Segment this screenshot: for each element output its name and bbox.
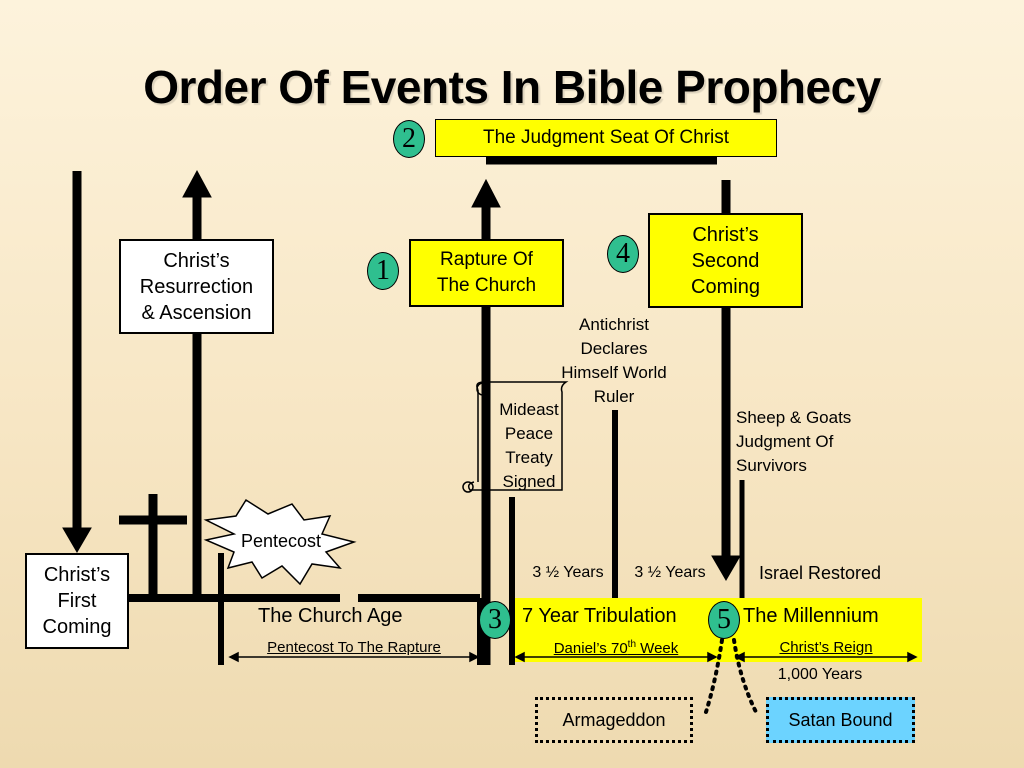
first-coming-box: Christ’s First Coming bbox=[25, 553, 129, 649]
rapture-line2: The Church bbox=[436, 275, 537, 296]
treaty-line3: Treaty bbox=[505, 448, 553, 467]
resurrection-box: Christ’s Resurrection & Ascension bbox=[119, 239, 274, 334]
badge-five: 5 bbox=[708, 601, 740, 639]
antichrist-line4: Ruler bbox=[593, 387, 635, 406]
millennium-label: The Millennium bbox=[743, 605, 879, 627]
church-age-label: The Church Age bbox=[258, 605, 403, 627]
badge-one: 1 bbox=[367, 252, 399, 290]
tribulation-start-line bbox=[477, 497, 515, 665]
second-coming-line2: Second bbox=[691, 249, 760, 272]
half-years-label-1: 3 ½ Years bbox=[532, 564, 604, 581]
second-coming-line3: Coming bbox=[691, 275, 760, 298]
treaty-label: Mideast Peace Treaty Signed bbox=[482, 398, 576, 494]
resurrection-line2: Resurrection bbox=[139, 275, 254, 298]
treaty-scroll-icon bbox=[462, 381, 569, 493]
rapture-line1: Rapture Of bbox=[440, 249, 533, 270]
sheep-goats-line3: Survivors bbox=[736, 456, 807, 475]
daniels-week-label: Daniel’s 70th Week bbox=[520, 639, 712, 657]
sheep-goats-line1: Sheep & Goats bbox=[736, 408, 852, 427]
second-coming-line1: Christ’s bbox=[692, 223, 759, 246]
judgment-seat-box: The Judgment Seat Of Christ bbox=[435, 119, 777, 157]
daniels-week-arrow bbox=[514, 651, 718, 663]
treaty-line4: Signed bbox=[502, 472, 556, 491]
second-coming-box: Christ’s Second Coming bbox=[648, 213, 803, 308]
first-coming-line3: Coming bbox=[42, 616, 112, 638]
treaty-line1: Mideast bbox=[499, 400, 559, 419]
sheep-goats-label: Sheep & Goats Judgment Of Survivors bbox=[736, 406, 896, 478]
pentecost-burst-icon bbox=[203, 498, 357, 586]
armageddon-connector bbox=[704, 638, 724, 714]
badge-three: 3 bbox=[479, 601, 511, 639]
tribulation-label: 7 Year Tribulation bbox=[522, 605, 677, 627]
pentecost-to-rapture-label: Pentecost To The Rapture bbox=[267, 639, 441, 656]
daniels-week-prefix: Daniel’s 70 bbox=[553, 640, 628, 657]
antichrist-line1: Antichrist bbox=[579, 315, 649, 334]
daniels-week-suffix: Week bbox=[636, 640, 679, 657]
antichrist-line2: Declares bbox=[580, 339, 648, 358]
treaty-line2: Peace bbox=[504, 424, 554, 443]
israel-restored-label: Israel Restored bbox=[758, 563, 882, 583]
daniels-week-sup: th bbox=[627, 639, 637, 650]
christs-reign-arrow bbox=[734, 651, 918, 663]
resurrection-line1: Christ’s bbox=[163, 249, 230, 272]
badge-two: 2 bbox=[393, 120, 425, 158]
half-years-label-2: 3 ½ Years bbox=[634, 564, 706, 581]
antichrist-line3: Himself World bbox=[561, 363, 667, 382]
armageddon-box: Armageddon bbox=[535, 697, 693, 743]
satan-bound-connector bbox=[732, 638, 758, 714]
cross-icon bbox=[119, 494, 187, 598]
resurrection-line3: & Ascension bbox=[141, 301, 252, 324]
satan-bound-box: Satan Bound bbox=[766, 697, 915, 743]
christs-reign-label: Christ’s Reign bbox=[779, 639, 873, 656]
thousand-years-label: 1,000 Years bbox=[777, 666, 863, 683]
first-coming-line2: First bbox=[57, 590, 97, 612]
first-coming-line1: Christ’s bbox=[43, 564, 111, 586]
first-coming-arrow bbox=[62, 171, 92, 553]
pentecost-to-rapture-arrow bbox=[228, 651, 480, 663]
rapture-box: Rapture Of The Church bbox=[409, 239, 564, 307]
page-title: Order Of Events In Bible Prophecy bbox=[143, 61, 881, 113]
sheep-goats-line2: Judgment Of bbox=[736, 432, 834, 451]
pentecost-label: Pentecost bbox=[240, 531, 322, 551]
resurrection-arrow bbox=[182, 169, 212, 598]
badge-four: 4 bbox=[607, 235, 639, 273]
antichrist-label: Antichrist Declares Himself World Ruler bbox=[540, 313, 688, 409]
